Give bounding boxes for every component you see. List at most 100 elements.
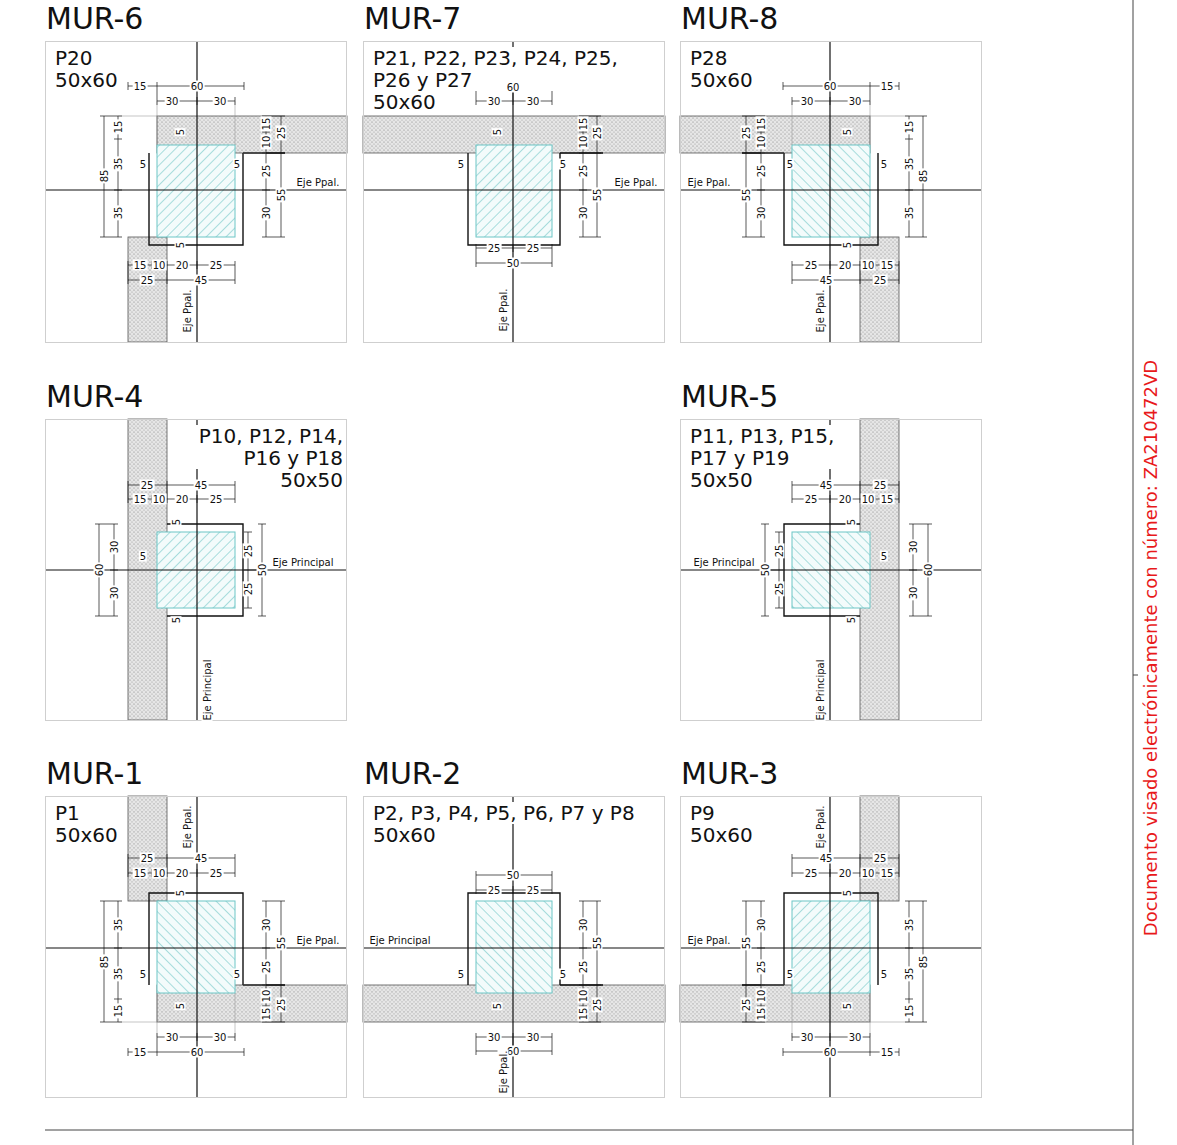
dimension-label: 25 — [243, 544, 254, 559]
dimension-label: 10 — [261, 135, 272, 150]
dimension-label: 25 — [526, 243, 541, 254]
pier-ids: P28 — [690, 47, 728, 69]
sheet-tick — [1133, 675, 1138, 676]
dimension-label: 5 — [233, 969, 241, 980]
dimension-label: 45 — [194, 853, 209, 864]
detail-panel: MUR-4P10, P12, P14, P16 y P1850x50 — [45, 419, 347, 721]
pier-list: P150x60 — [55, 802, 335, 846]
dimension-label: 5 — [786, 969, 794, 980]
dimension-label: 5 — [171, 518, 182, 526]
axis-label: Eje Ppal. — [182, 805, 193, 850]
dimension-label: 60 — [506, 82, 521, 93]
dimension-label: Eje Principal — [692, 557, 755, 568]
dimension-label: 60 — [923, 563, 934, 578]
pier-size: 50x60 — [55, 69, 118, 91]
dimension-label: 25 — [804, 260, 819, 271]
pier-detail — [363, 41, 665, 342]
dimension-label: Eje Principal — [202, 658, 213, 721]
dimension-label: 30 — [487, 1032, 502, 1043]
sheet-border — [1133, 0, 1134, 1145]
dimension-label: 30 — [578, 206, 589, 221]
dimension-label: 45 — [194, 480, 209, 491]
axis-label: Eje Ppal. — [182, 289, 193, 334]
dimension-label: 15 — [756, 1007, 767, 1022]
dimension-label: Eje Principal — [815, 658, 826, 721]
dimension-label: 5 — [175, 889, 186, 897]
pier-list: P2, P3, P4, P5, P6, P7 y P850x60 — [373, 802, 663, 846]
pier-list: P950x60 — [690, 802, 970, 846]
dimension-label: 10 — [152, 868, 167, 879]
dimension-label: 25 — [873, 853, 888, 864]
dimension-label: 25 — [276, 126, 287, 141]
panel-title: MUR-4 — [46, 380, 143, 414]
pier-detail — [680, 796, 982, 1097]
dimension-label: 45 — [819, 275, 834, 286]
panel-title: MUR-8 — [681, 2, 778, 36]
pier-detail — [680, 41, 982, 342]
dimension-label: 10 — [861, 260, 876, 271]
pier-ids: P1 — [55, 802, 80, 824]
dimension-label: 25 — [261, 960, 272, 975]
panel-title: MUR-7 — [364, 2, 461, 36]
dimension-label: 5 — [559, 969, 567, 980]
axis-label: Eje Ppal. — [687, 177, 732, 188]
dimension-label: 5 — [842, 128, 853, 136]
panel-title: MUR-2 — [364, 757, 461, 791]
dimension-label: 10 — [261, 989, 272, 1004]
dimension-label: 25 — [592, 126, 603, 141]
dimension-label: 5 — [171, 616, 182, 624]
dimension-label: 35 — [904, 918, 915, 933]
pier-ids: P11, P13, P15, P17 y P19 — [690, 425, 850, 469]
axis-label: Eje Ppal. — [498, 1050, 509, 1095]
dimension-label: 35 — [113, 157, 124, 172]
dimension-label: 10 — [578, 989, 589, 1004]
dimension-label: 5 — [842, 241, 853, 249]
dimension-label: 15 — [133, 494, 148, 505]
dimension-label: 15 — [904, 1004, 915, 1019]
dimension-label: 15 — [578, 117, 589, 132]
pier-detail — [680, 419, 982, 720]
dimension-label: 25 — [140, 480, 155, 491]
dimension-label: 85 — [918, 169, 929, 184]
dimension-label: 15 — [904, 120, 915, 135]
dimension-label: 55 — [592, 936, 603, 951]
dimension-label: 20 — [838, 494, 853, 505]
dimension-label: 25 — [140, 275, 155, 286]
dimension-label: 30 — [908, 586, 919, 601]
dimension-label: 25 — [487, 243, 502, 254]
dimension-label: 30 — [526, 96, 541, 107]
pier-detail — [45, 796, 347, 1097]
dimension-label: 5 — [233, 159, 241, 170]
dimension-label: 25 — [578, 960, 589, 975]
sheet-border — [45, 1130, 1133, 1131]
dimension-label: 30 — [213, 1032, 228, 1043]
dimension-label: 15 — [578, 1007, 589, 1022]
dimension-label: 20 — [838, 868, 853, 879]
dimension-label: 10 — [152, 260, 167, 271]
panel-title: MUR-3 — [681, 757, 778, 791]
dimension-label: 5 — [139, 969, 147, 980]
dimension-label: 25 — [592, 998, 603, 1013]
dimension-label: 20 — [175, 260, 190, 271]
dimension-label: 10 — [578, 135, 589, 150]
panel-title: MUR-1 — [46, 757, 143, 791]
dimension-label: 35 — [113, 967, 124, 982]
dimension-label: 5 — [846, 616, 857, 624]
dimension-label: 30 — [165, 1032, 180, 1043]
dimension-label: 30 — [109, 586, 120, 601]
dimension-label: 15 — [880, 260, 895, 271]
dimension-label: 30 — [109, 540, 120, 555]
dimension-label: 60 — [190, 81, 205, 92]
panel-title: MUR-6 — [46, 2, 143, 36]
dimension-label: 60 — [94, 563, 105, 578]
dimension-label: 25 — [276, 998, 287, 1013]
dimension-label: 5 — [492, 128, 503, 136]
axis-label: Eje Ppal. — [815, 289, 826, 334]
dimension-label: 85 — [99, 955, 110, 970]
dimension-label: 25 — [756, 164, 767, 179]
pier-detail — [363, 796, 665, 1097]
dimension-label: 25 — [578, 164, 589, 179]
pier-size: 50x60 — [690, 69, 753, 91]
axis-label: Eje Ppal. — [815, 805, 826, 850]
